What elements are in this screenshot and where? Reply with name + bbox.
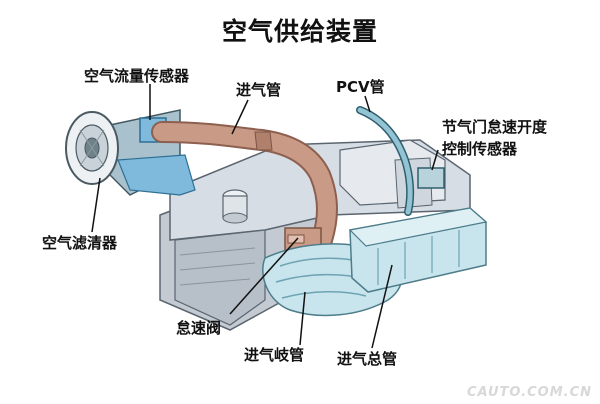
- leader-air-filter: [91, 177, 101, 233]
- leader-intake-manifold: [299, 291, 306, 346]
- label-air-flow-sensor: 空气流量传感器: [84, 67, 190, 85]
- label-idle-valve: 怠速阀: [176, 319, 222, 337]
- throttle-sensor-body: [417, 167, 445, 189]
- idle-valve-port: [287, 234, 305, 244]
- pcv-pipe: [357, 107, 413, 215]
- label-air-filter: 空气滤清器: [42, 234, 118, 252]
- label-intake-pipe: 进气管: [236, 81, 282, 99]
- intake-pipe-body: [153, 123, 336, 249]
- diagram-title: 空气供给装置: [221, 17, 378, 46]
- intake-plenum: [348, 207, 488, 293]
- label-throttle-sensor-line2: 控制传感器: [442, 140, 518, 158]
- leader-intake-pipe: [231, 99, 249, 135]
- leader-lines: [91, 84, 439, 349]
- label-pcv-pipe: PCV管: [336, 78, 385, 96]
- air-filter-assembly: [65, 109, 196, 196]
- leader-pcv-pipe: [364, 95, 371, 113]
- label-throttle-sensor-line1: 节气门怠速开度: [442, 118, 548, 136]
- label-intake-manifold: 进气岐管: [244, 346, 305, 364]
- leader-idle-valve: [229, 237, 299, 315]
- intake-pipe-bellows: [254, 131, 273, 151]
- leader-intake-main-pipe: [371, 264, 393, 349]
- watermark: CAUTO.COM.CN: [466, 385, 592, 400]
- leader-throttle-sensor: [431, 149, 439, 171]
- label-intake-main-pipe: 进气总管: [337, 350, 398, 368]
